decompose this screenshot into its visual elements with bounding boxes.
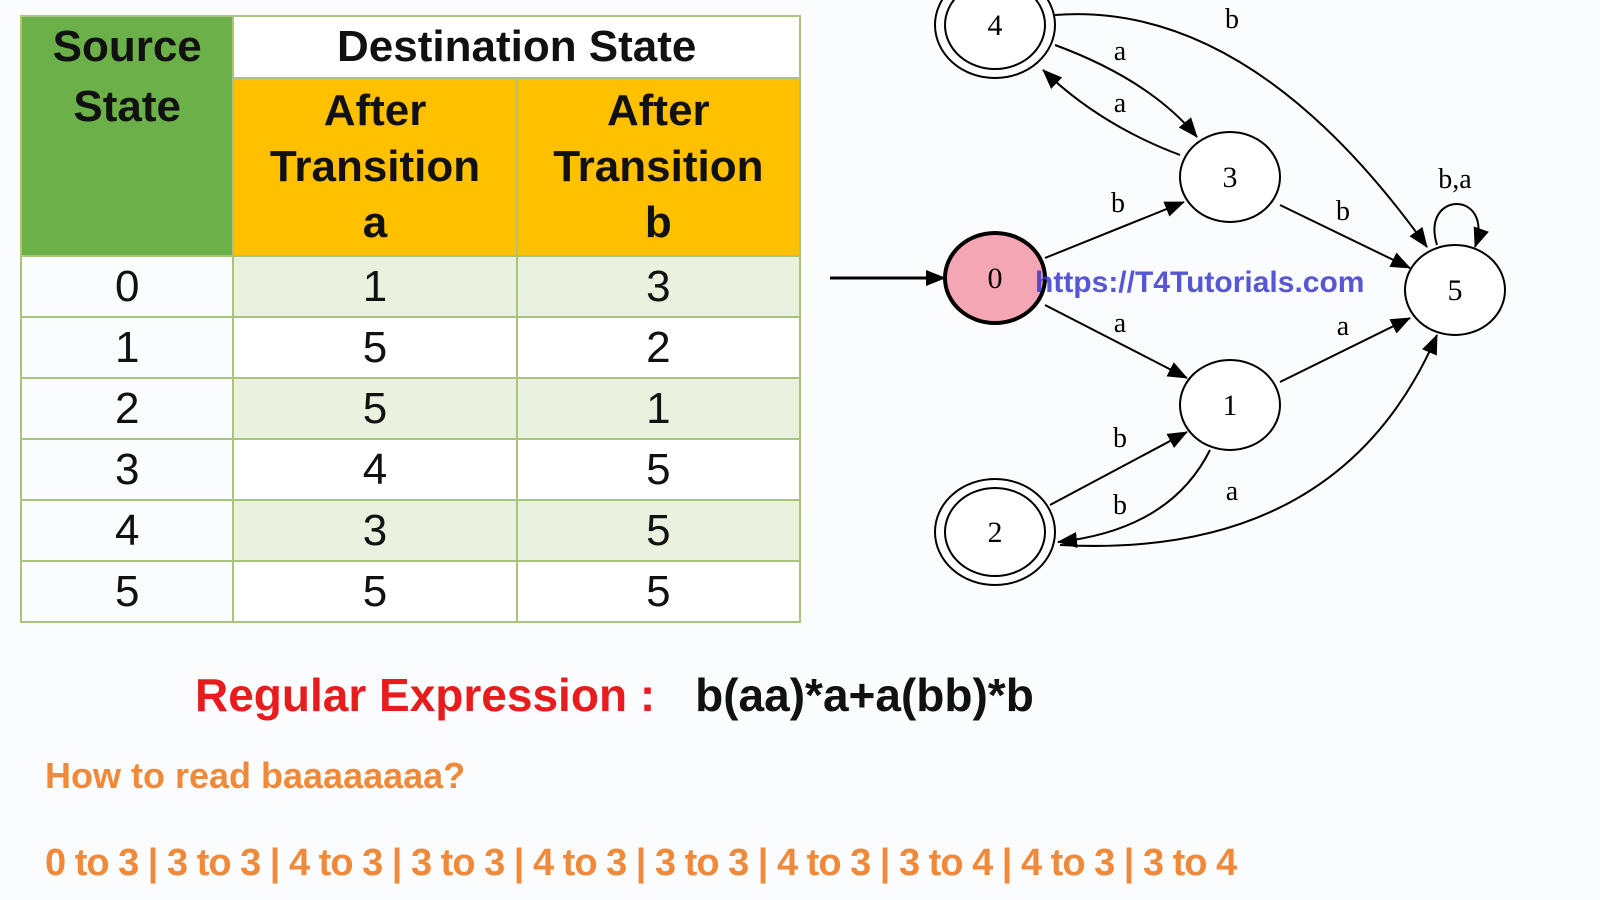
edge-label: b,a [1438,164,1472,195]
edge-label: b [1225,4,1239,35]
state-label: 5 [1448,274,1463,307]
transition-b-cell: 1 [515,377,802,440]
source-state-cell: 1 [19,316,235,379]
state-node-5: 5 [1404,244,1506,336]
destination-state-header: Destination State [232,15,801,79]
transition-a-cell: 5 [232,316,518,379]
regex-label: Regular Expression : [195,669,656,721]
state-label: 2 [988,516,1003,549]
state-label: 1 [1223,389,1238,422]
state-label: 3 [1223,161,1238,194]
trace-text: 0 to 3 | 3 to 3 | 4 to 3 | 3 to 3 | 4 to… [45,842,1237,884]
source-state-header: Source State [19,15,235,257]
source-state-cell: 5 [19,560,235,623]
regex-value: b(aa)*a+a(bb)*b [695,669,1034,721]
edge-1-to-2 [1057,449,1211,548]
edge-label: b [1336,196,1350,227]
edge-label: b [1113,423,1127,454]
source-state-cell: 0 [19,255,235,318]
edge-3-to-5 [1279,204,1411,269]
regular-expression: Regular Expression : b(aa)*a+a(bb)*b [195,668,1034,722]
state-node-1: 1 [1179,359,1281,451]
edge-5-to-5 [1433,203,1489,248]
state-label: 0 [988,262,1003,295]
transition-b-cell: 5 [515,499,802,562]
state-node-3: 3 [1179,131,1281,223]
edge-4-to-3 [1054,44,1198,138]
edge-0-to-1 [1044,304,1188,379]
edge-2-to-1 [1049,431,1188,506]
state-node-2: 2 [934,478,1056,586]
edge-4-to-5 [1054,13,1428,248]
transition-a-cell: 4 [232,438,518,501]
edge-0-to-3 [1044,201,1185,259]
state-node-0: 0 [943,231,1047,325]
edge-label: a [1114,308,1127,339]
transition-b-cell: 3 [515,255,802,318]
edge-label: b [1111,188,1125,219]
edge-3-to-4 [1042,69,1181,156]
transition-b-cell: 5 [515,438,802,501]
state-label: 4 [988,9,1003,42]
question-text: How to read baaaaaaaa? [45,755,466,796]
edge-2-to-5 [1059,334,1438,547]
edge-label: a [1337,311,1350,342]
edge-label: b [1113,490,1127,521]
state-node-4: 4 [934,0,1056,79]
source-state-cell: 2 [19,377,235,440]
watermark: https://T4Tutorials.com [1035,266,1364,299]
transition-a-cell: 5 [232,377,518,440]
edge-label: a [1226,476,1239,507]
transition-b-cell: 5 [515,560,802,623]
edge-label: a [1114,88,1127,119]
source-state-cell: 3 [19,438,235,501]
transition-a-cell: 3 [232,499,518,562]
transition-a-cell: 5 [232,560,518,623]
source-state-cell: 4 [19,499,235,562]
edge-1-to-5 [1279,317,1411,383]
edge-label: a [1114,36,1127,67]
transition-b-cell: 2 [515,316,802,379]
transition-a-cell: 1 [232,255,518,318]
